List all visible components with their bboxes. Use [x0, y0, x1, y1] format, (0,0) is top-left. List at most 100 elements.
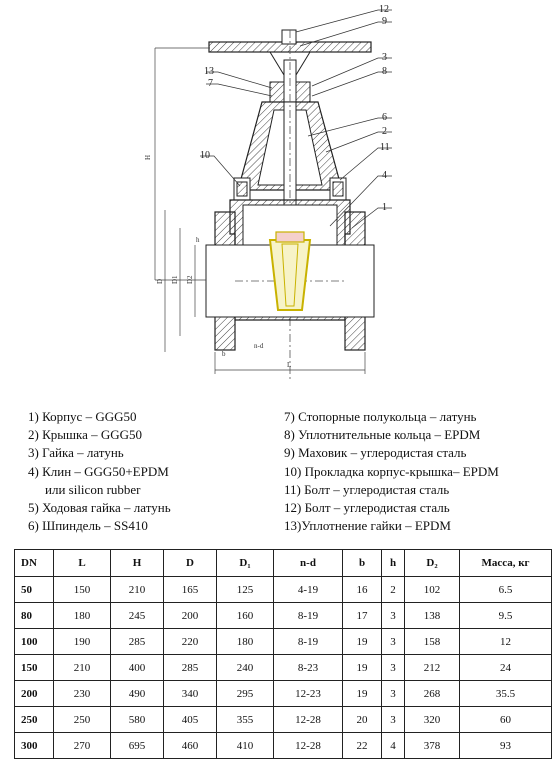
- table-cell: 138: [404, 602, 460, 629]
- table-cell: 220: [163, 628, 217, 655]
- table-cell: 245: [110, 602, 164, 629]
- table-cell: 285: [163, 654, 217, 681]
- table-cell: 19: [342, 628, 382, 655]
- table-cell: 240: [216, 654, 274, 681]
- table-cell: 3: [381, 654, 405, 681]
- table-cell: 3: [381, 628, 405, 655]
- dim-H: H: [144, 155, 152, 160]
- col-header: H: [110, 549, 164, 577]
- table-cell: 102: [404, 576, 460, 603]
- dimension-lines: [154, 47, 366, 374]
- table-cell: 50: [14, 576, 54, 603]
- part-item: 11) Болт – углеродистая сталь: [284, 481, 450, 497]
- part-item: 9) Маховик – углеродистая сталь: [284, 445, 467, 461]
- table-cell: 19: [342, 680, 382, 707]
- valve-drawing: H D D1 D2 L b n-d h 12 9 3 8 13 7 6 2 11…: [144, 4, 392, 380]
- table-cell: 3: [381, 680, 405, 707]
- col-header: D₁: [216, 549, 274, 577]
- table-cell: 2: [381, 576, 405, 603]
- table-cell: 285: [110, 628, 164, 655]
- table-cell: 125: [216, 576, 274, 603]
- table-cell: 35.5: [459, 680, 552, 707]
- table-cell: 12: [459, 628, 552, 655]
- table-cell: 8-19: [273, 628, 343, 655]
- dim-D1: D1: [171, 275, 179, 284]
- table-cell: 355: [216, 706, 274, 733]
- table-cell: 378: [404, 732, 460, 759]
- callout-6: 6: [382, 112, 387, 123]
- table-cell: 12-23: [273, 680, 343, 707]
- table-cell: 12-28: [273, 732, 343, 759]
- table-cell: 4: [381, 732, 405, 759]
- dim-h: h: [196, 236, 200, 244]
- table-cell: 250: [14, 706, 54, 733]
- table-cell: 60: [459, 706, 552, 733]
- part-item: 1) Корпус – GGG50: [28, 409, 137, 424]
- wedge: [268, 231, 312, 311]
- part-item: 5) Ходовая гайка – латунь: [28, 500, 171, 516]
- table-cell: 320: [404, 706, 460, 733]
- col-header: D: [163, 549, 217, 577]
- table-cell: 24: [459, 654, 552, 681]
- part-item: 10) Прокладка корпус-крышка– EPDM: [284, 463, 499, 479]
- table-cell: 270: [53, 732, 111, 759]
- table-cell: 695: [110, 732, 164, 759]
- callout-10: 10: [200, 150, 210, 161]
- table-cell: 212: [404, 654, 460, 681]
- part-item: 13)Уплотнение гайки – EPDM: [284, 518, 451, 534]
- table-cell: 19: [342, 654, 382, 681]
- part-item: 6) Шпиндель – SS410: [28, 518, 148, 534]
- table-cell: 268: [404, 680, 460, 707]
- table-cell: 200: [14, 680, 54, 707]
- table-cell: 158: [404, 628, 460, 655]
- callout-7: 7: [208, 78, 213, 89]
- table-cell: 490: [110, 680, 164, 707]
- part-item: 2) Крышка – GGG50: [28, 427, 143, 443]
- parts-list: 1) Корпус – GGG50 2) Крышка – GGG50 3) Г…: [0, 408, 560, 538]
- table-cell: 180: [216, 628, 274, 655]
- col-header: D₂: [404, 549, 460, 577]
- callout-2: 2: [382, 126, 387, 137]
- bonnet-bolts: [233, 177, 347, 201]
- dimension-labels: H D D1 D2 L b n-d h: [144, 155, 291, 369]
- parts-list-left: 1) Корпус – GGG50 2) Крышка – GGG50 3) Г…: [28, 408, 278, 535]
- table-cell: 4-19: [273, 576, 343, 603]
- callout-11: 11: [380, 142, 390, 153]
- dim-D: D: [156, 279, 164, 284]
- table-cell: 230: [53, 680, 111, 707]
- table-cell: 8-23: [273, 654, 343, 681]
- table-cell: 22: [342, 732, 382, 759]
- table-cell: 6.5: [459, 576, 552, 603]
- dim-n-d: n-d: [254, 342, 264, 350]
- table-cell: 250: [53, 706, 111, 733]
- table-cell: 93: [459, 732, 552, 759]
- callout-13: 13: [204, 66, 214, 77]
- part-item: 8) Уплотнительные кольца – EPDM: [284, 427, 481, 443]
- table-cell: 580: [110, 706, 164, 733]
- table-cell: 300: [14, 732, 54, 759]
- table-cell: 80: [14, 602, 54, 629]
- callout-1: 1: [382, 202, 387, 213]
- callout-3: 3: [382, 52, 387, 63]
- callout-12: 12: [379, 4, 389, 15]
- callout-leaders: [200, 9, 392, 229]
- table-cell: 400: [110, 654, 164, 681]
- valve-body: [205, 199, 375, 351]
- table-cell: 460: [163, 732, 217, 759]
- col-header: Масса, кг: [459, 549, 552, 577]
- dim-D2: D2: [186, 275, 194, 284]
- table-cell: 3: [381, 602, 405, 629]
- part-item: 7) Стопорные полукольца – латунь: [284, 409, 477, 424]
- col-header: L: [53, 549, 111, 577]
- table-cell: 210: [53, 654, 111, 681]
- table-cell: 160: [216, 602, 274, 629]
- table-cell: 190: [53, 628, 111, 655]
- table-cell: 17: [342, 602, 382, 629]
- parts-list-right: 7) Стопорные полукольца – латунь 8) Упло…: [284, 408, 554, 535]
- table-cell: 16: [342, 576, 382, 603]
